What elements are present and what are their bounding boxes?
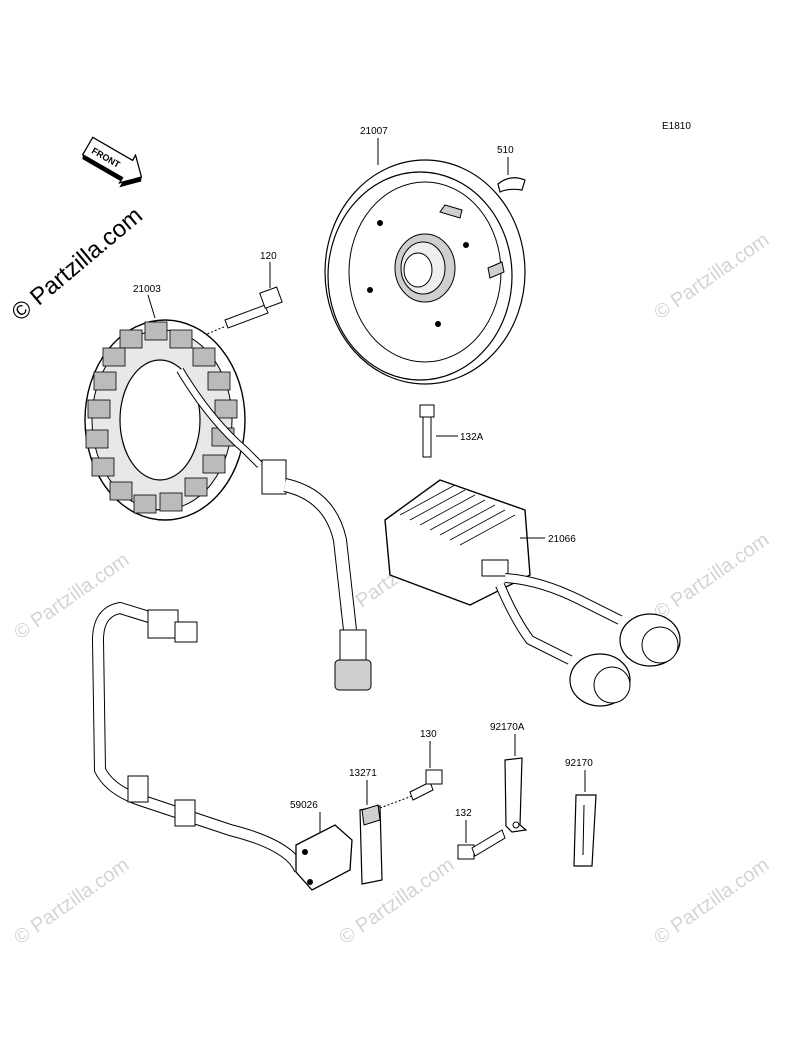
bolt-132a [419,404,435,458]
watermark: © Partzilla.com [335,854,458,949]
part-label-120: 120 [260,251,277,262]
part-label-13271: 13271 [349,768,377,779]
part-label-132a: 132A [460,432,484,443]
part-label-21003: 21003 [133,284,161,295]
watermark: © Partzilla.com [650,854,773,949]
part-label-130: 130 [420,729,437,740]
part-label-92170a: 92170A [490,722,525,733]
leader-line [379,795,413,809]
part-label-59026: 59026 [290,800,318,811]
part-label-92170: 92170 [565,758,593,769]
key-510 [497,177,526,193]
regulator [384,479,531,606]
watermark: © Partzilla.com [650,229,773,324]
watermark: © Partzilla.com [10,549,133,644]
clamp-13271 [359,804,383,885]
stator-harness [261,459,372,691]
bolt-132 [457,829,506,860]
stator [84,319,263,521]
front-arrow-icon: FRONT [81,136,143,188]
bracket-92170a [504,757,528,833]
pickup-coil [295,824,353,891]
pickup-harness [91,601,306,873]
clamp-92170 [573,794,597,867]
part-label-132: 132 [455,808,472,819]
bolt-130 [409,769,443,801]
leader-line [147,294,156,319]
part-label-510: 510 [497,145,514,156]
part-label-21007: 21007 [360,126,388,137]
diagram-code: E1810 [662,121,691,132]
regulator-harness [495,573,681,707]
watermark: © Partzilla.com [650,529,773,624]
bolt-120 [224,286,283,329]
brand-watermark: © Partzilla.com [7,202,148,327]
flywheel [324,159,526,385]
watermark: © Partzilla.com [10,854,133,949]
part-label-21066: 21066 [548,534,576,545]
